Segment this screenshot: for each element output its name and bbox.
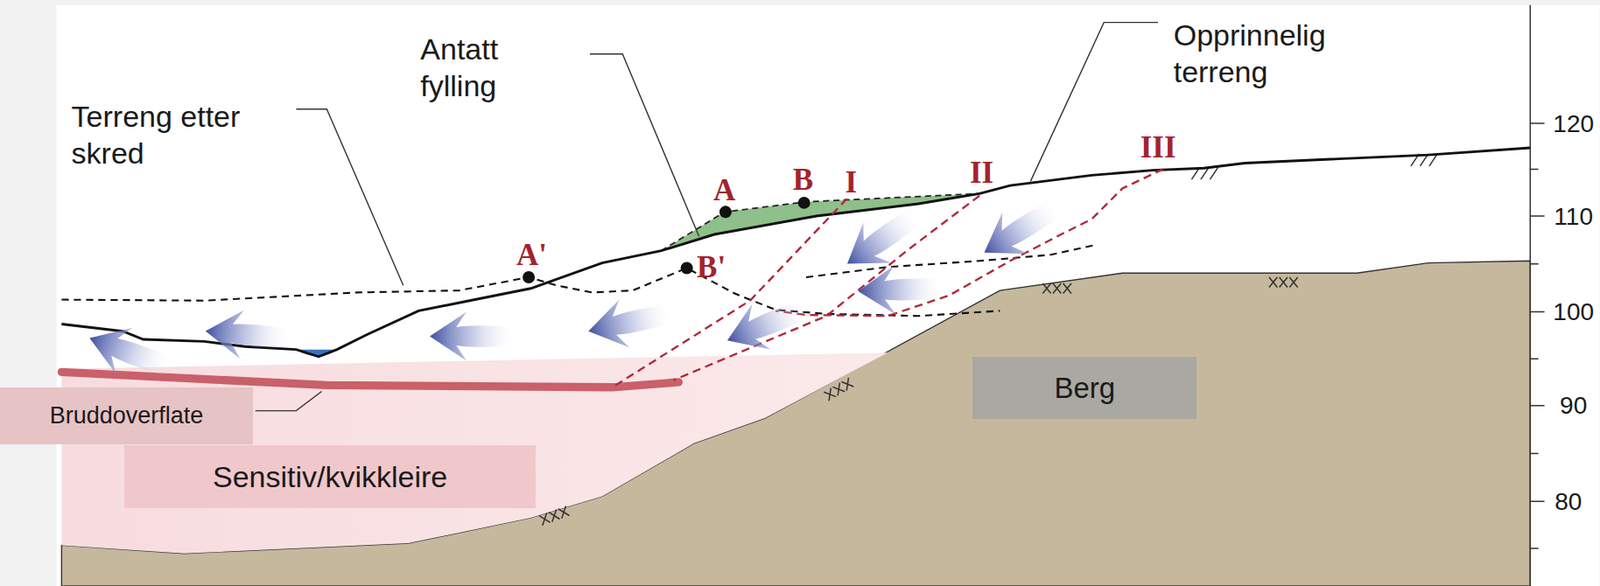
bedrock	[61, 260, 1530, 586]
slip-surface	[612, 198, 848, 388]
movement-arrow	[429, 312, 516, 362]
elevation-value: 80	[1554, 486, 1582, 518]
axis-ticks	[1529, 123, 1544, 549]
rock-symbol	[823, 378, 854, 401]
point-label: A	[713, 171, 736, 211]
slip-surface-number: II	[969, 154, 994, 193]
point-dot	[680, 261, 694, 274]
elevation-value: 110	[1553, 201, 1593, 232]
elevation-value: 90	[1559, 390, 1587, 422]
movement-arrow	[203, 307, 293, 364]
point-label: B'	[696, 248, 726, 288]
elevation-value: 100	[1552, 296, 1594, 328]
leader-line	[255, 391, 323, 411]
frame	[56, 5, 1600, 586]
rock-symbol	[1269, 277, 1299, 288]
slip-surface-number: III	[1140, 128, 1177, 168]
slip-surface	[673, 196, 981, 381]
movement-arrow	[717, 286, 816, 365]
movement-arrow	[856, 264, 945, 316]
box-text: Berg	[1053, 371, 1116, 406]
leader-line	[1030, 22, 1158, 183]
callout-text: Antatt fylling	[420, 30, 543, 106]
leader-line	[295, 109, 403, 287]
post-slide-terrain-line	[61, 267, 1000, 316]
point-label: A'	[516, 236, 548, 275]
elevation-value: 120	[1552, 108, 1594, 140]
slip-surface	[775, 168, 1164, 316]
point-dot	[798, 196, 811, 210]
callout-text: Opprinnelig terreng	[1173, 16, 1376, 92]
point-dot	[719, 205, 732, 218]
box-text: Bruddoverflate	[49, 402, 204, 430]
point-dot	[522, 271, 535, 284]
callout-text: Terreng etter skred	[71, 98, 282, 173]
failure-surface-box: Bruddoverflate	[0, 387, 253, 445]
movement-arrow	[582, 289, 677, 356]
elevation-axis	[1529, 5, 1532, 586]
leader-line	[589, 54, 700, 238]
rock-label-box: Berg	[972, 357, 1197, 420]
rock-symbol	[539, 506, 570, 527]
movement-arrow	[833, 194, 932, 284]
point-label: B	[792, 161, 814, 200]
failure-surface	[61, 371, 679, 387]
movement-arrow	[971, 186, 1071, 274]
box-text: Sensitiv/kvikkleire	[212, 460, 448, 495]
movement-arrow	[81, 315, 179, 391]
quick-clay-zone	[61, 352, 888, 555]
slip-surface-number: I	[844, 163, 857, 203]
clay-label-box: Sensitiv/kvikkleire	[124, 445, 536, 508]
rock-symbol	[1042, 283, 1072, 295]
